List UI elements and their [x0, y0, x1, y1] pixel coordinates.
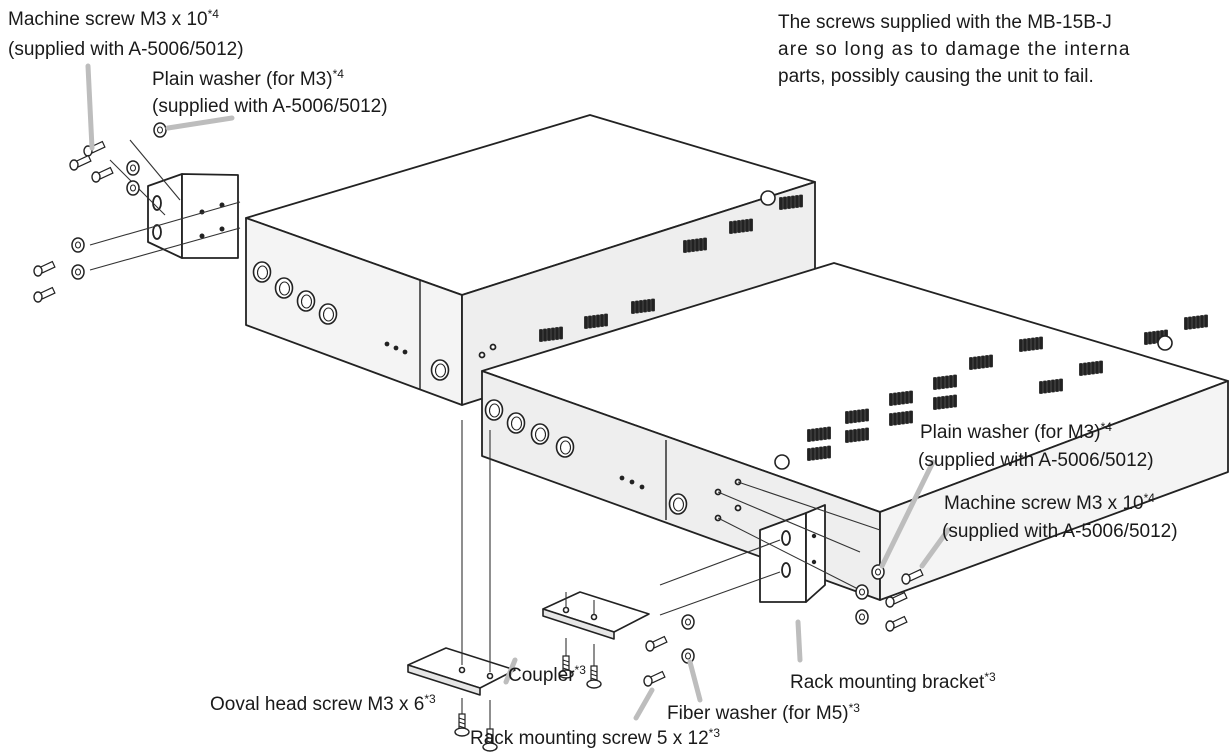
label-machine-screw-left: Machine screw M3 x 10*4: [8, 7, 219, 30]
right-rack-mounting-bracket: [759, 504, 826, 603]
note-line-3: are so long as to damage the interna: [778, 39, 1131, 60]
label-machine-screw-right: Machine screw M3 x 10*4: [944, 491, 1155, 514]
label-supplied-d: (supplied with A-5006/5012): [942, 521, 1178, 542]
mounting-note: MB-15B-J to mount the bracket. The screw…: [778, 0, 1131, 90]
note-line-4: parts, possibly causing the unit to fail…: [778, 66, 1094, 87]
label-supplied-a: (supplied with A-5006/5012): [8, 39, 244, 60]
label-coupler: Coupler*3: [508, 663, 586, 686]
label-fiber-washer: Fiber washer (for M5)*3: [667, 701, 860, 724]
label-rack-mounting-screw: Rack mounting screw 5 x 12*3: [470, 726, 721, 749]
left-screws-and-washers: [33, 122, 167, 303]
coupler-plates: [407, 591, 650, 696]
label-plain-washer-left: Plain washer (for M3)*4: [152, 67, 344, 90]
label-supplied-c: (supplied with A-5006/5012): [918, 450, 1154, 471]
label-supplied-b: (supplied with A-5006/5012): [152, 96, 388, 117]
note-line-2: The screws supplied with the MB-15B-J: [778, 12, 1112, 33]
upper-amplifier-unit: [245, 114, 816, 406]
label-plain-washer-right: Plain washer (for M3)*4: [920, 420, 1112, 443]
note-line-1: MB-15B-J to mount the bracket.: [778, 0, 1131, 9]
label-rack-mounting-bracket: Rack mounting bracket*3: [790, 670, 996, 693]
label-oval-head-screw: Ooval head screw M3 x 6*3: [210, 692, 436, 715]
left-rack-mounting-bracket: [147, 173, 239, 259]
leader-lines: [85, 63, 951, 721]
